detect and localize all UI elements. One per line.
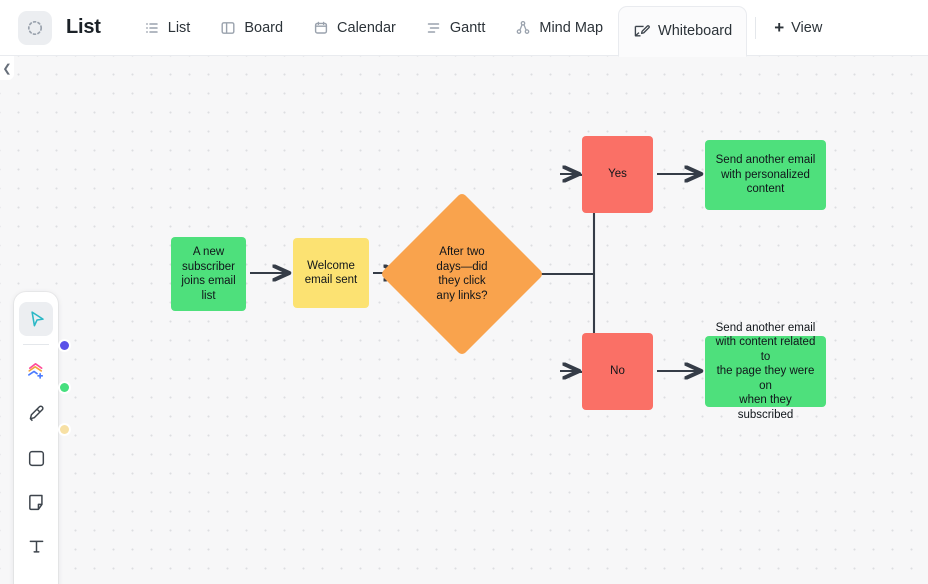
sticky-note-icon [28,494,43,510]
tab-label: Gantt [449,19,486,36]
node-decision-click[interactable]: After two days—did they click any links? [379,191,545,357]
blue-swatch[interactable] [60,341,69,350]
dotted-circle-icon [18,10,52,45]
mindmap-icon [517,20,530,34]
view-tabs: List Board Calendar [129,0,833,57]
marker-icon [29,405,44,422]
calendar-icon [313,20,329,36]
tab-gantt[interactable]: Gantt [411,0,500,56]
select-tool[interactable] [19,302,53,336]
tab-divider [755,16,757,39]
connector-tool[interactable] [19,573,53,584]
node-yes[interactable]: Yes [582,136,653,213]
sticky-note-tool[interactable] [19,485,53,519]
gantt-icon [426,20,442,36]
tab-label: Mind Map [539,19,604,36]
chevron-left-icon: ❮ [2,62,12,75]
tab-label: Whiteboard [658,23,733,39]
draw-tool[interactable] [19,397,53,431]
shapes-plus-icon [27,362,43,379]
app-header: List List [0,0,928,57]
square-icon [28,450,44,466]
arrows-icon [35,583,42,584]
tab-calendar[interactable]: Calendar [298,0,411,56]
tab-label: List [167,19,191,36]
plus-icon: + [774,18,785,37]
shape-tool[interactable] [19,441,53,475]
list-icon [144,20,160,36]
diamond-label: After two days—did they click any links? [436,246,488,302]
node-related-content-email[interactable]: Send another email with content related … [705,322,826,421]
cursor-icon [30,310,44,326]
add-view-label: View [791,19,823,36]
toolbar-divider [23,344,49,345]
stickers-tool[interactable] [19,353,53,387]
text-t-icon [29,540,43,553]
node-personalized-email[interactable]: Send another email with personalized con… [705,140,826,210]
node-welcome-email[interactable]: Welcome email sent [293,238,369,308]
whiteboard-canvas[interactable]: ❮ [0,56,928,584]
header-left: List [0,10,101,45]
green-swatch[interactable] [60,383,69,392]
whiteboard-toolbar [14,292,58,584]
board-icon [220,20,236,36]
page-title: List [66,16,101,38]
yellow-swatch[interactable] [60,425,69,434]
text-tool[interactable] [19,529,53,563]
tab-mind-map[interactable]: Mind Map [500,0,618,56]
node-no[interactable]: No [582,333,653,410]
node-new-subscriber[interactable]: A new subscriber joins email list [171,237,246,311]
tab-list[interactable]: List [129,0,206,56]
tab-label: Calendar [337,19,396,36]
tab-label: Board [244,19,284,36]
sidebar-collapse-button[interactable]: ❮ [0,56,14,80]
add-view-button[interactable]: + View [764,0,832,56]
tab-whiteboard[interactable]: Whiteboard [618,5,748,57]
whiteboard-icon [633,23,650,40]
tab-board[interactable]: Board [205,0,298,56]
